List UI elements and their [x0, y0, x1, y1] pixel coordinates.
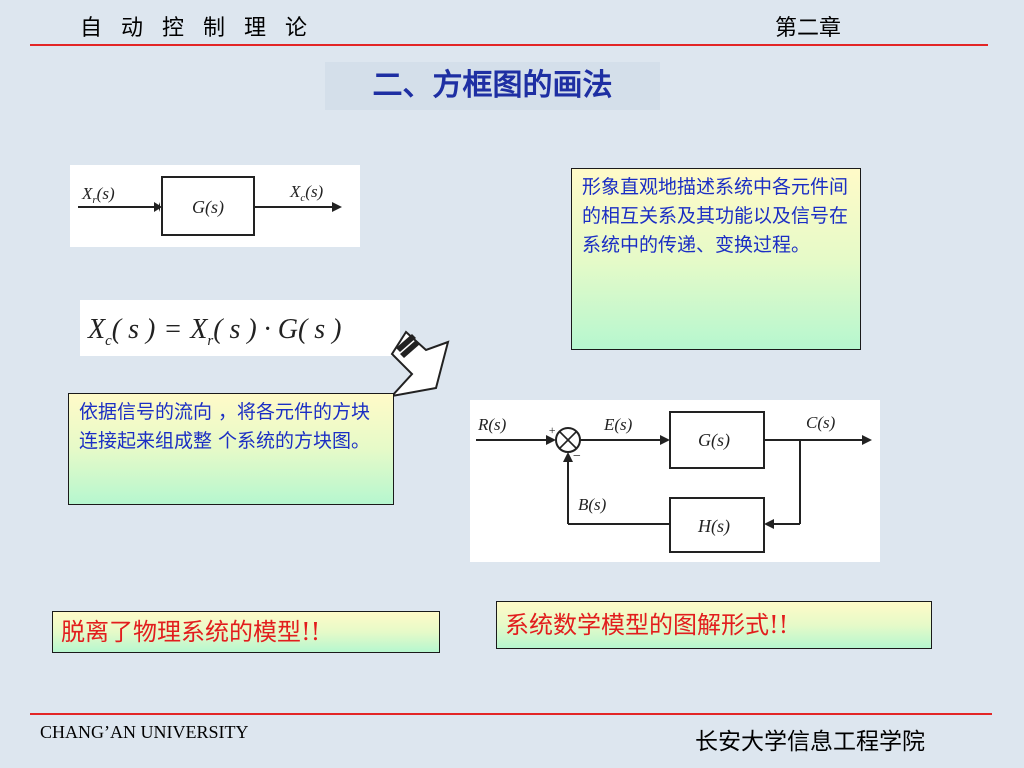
forward-block-label: G(s): [698, 430, 730, 451]
r-label: R(s): [477, 415, 507, 434]
header-divider: [30, 44, 988, 46]
course-title: 自 动 控 制 理 论: [80, 16, 313, 41]
c-label: C(s): [806, 413, 836, 432]
transfer-equation: Xc( s )=Xr( s ) · G( s ): [80, 300, 400, 356]
g-block: [161, 176, 255, 236]
minus-sign: −: [572, 449, 581, 464]
b-label: B(s): [578, 495, 607, 514]
university-name: CHANG’AN UNIVERSITY: [40, 722, 249, 742]
forward-block: [669, 411, 765, 469]
feedback-block: [669, 497, 765, 553]
plus-sign: +: [548, 423, 556, 437]
g-block-label: G(s): [192, 197, 224, 218]
alert-physical-model: 脱离了物理系统的模型!!: [52, 611, 440, 653]
e-label: E(s): [603, 415, 633, 434]
note-block-diagram: 依据信号的流向 ，将各元件的方块连接起来组成整 个系统的方块图。: [68, 393, 394, 505]
simple-block-diagram: G(s) Xr(s) Xc(s): [70, 165, 360, 247]
institute-name: 长安大学信息工程学院: [695, 729, 925, 755]
output-label: Xc(s): [289, 182, 324, 204]
note-description: 形象直观地描述系统中各元件间的相互关系及其功能以及信号在系统中的传递、变换过程。: [571, 168, 861, 350]
equation-text: Xc( s )=Xr( s ) · G( s ): [87, 314, 342, 349]
feedback-block-label: H(s): [697, 516, 730, 537]
feedback-block-diagram: R(s) + − E(s) G(s) C(s) H(s) B(s): [470, 400, 880, 562]
slide-title: 二、方框图的画法: [325, 62, 660, 110]
chapter-label: 第二章: [775, 16, 842, 41]
footer-divider: [30, 713, 992, 715]
alert-graphical-model: 系统数学模型的图解形式!!: [496, 601, 932, 649]
input-label: Xr(s): [81, 184, 115, 206]
transform-arrow-icon: [389, 330, 450, 398]
